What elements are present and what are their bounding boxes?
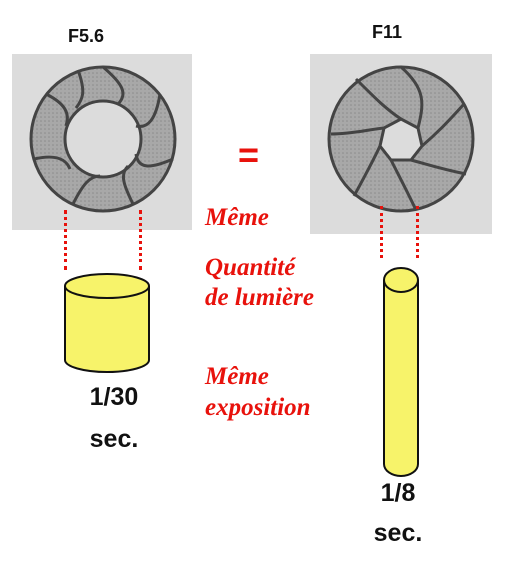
left-shutter-time: 1/30 — [89, 383, 139, 411]
right-fstop-label: F11 — [372, 22, 403, 42]
right-shutter-unit: sec. — [373, 519, 423, 547]
left-fstop-label: F5.6 — [68, 26, 105, 46]
light-cylinder-icon — [64, 273, 150, 373]
quantity-label-line1: Quantité — [205, 254, 296, 281]
light-cylinder-icon — [383, 267, 419, 477]
left-dotted-line-1 — [64, 210, 67, 270]
left-dotted-line-2 — [139, 210, 142, 270]
aperture-icon — [29, 65, 177, 213]
right-dotted-line-2 — [416, 206, 419, 258]
quantity-label-line2: de lumière — [205, 284, 315, 311]
same-label-2: Même — [205, 363, 269, 390]
exposure-label: exposition — [205, 394, 311, 421]
right-dotted-line-1 — [380, 206, 383, 258]
left-shutter-unit: sec. — [89, 425, 139, 453]
aperture-icon — [327, 65, 475, 213]
same-label-1: Même — [205, 204, 269, 231]
right-shutter-time: 1/8 — [380, 479, 416, 507]
equals-sign: = — [238, 134, 260, 175]
